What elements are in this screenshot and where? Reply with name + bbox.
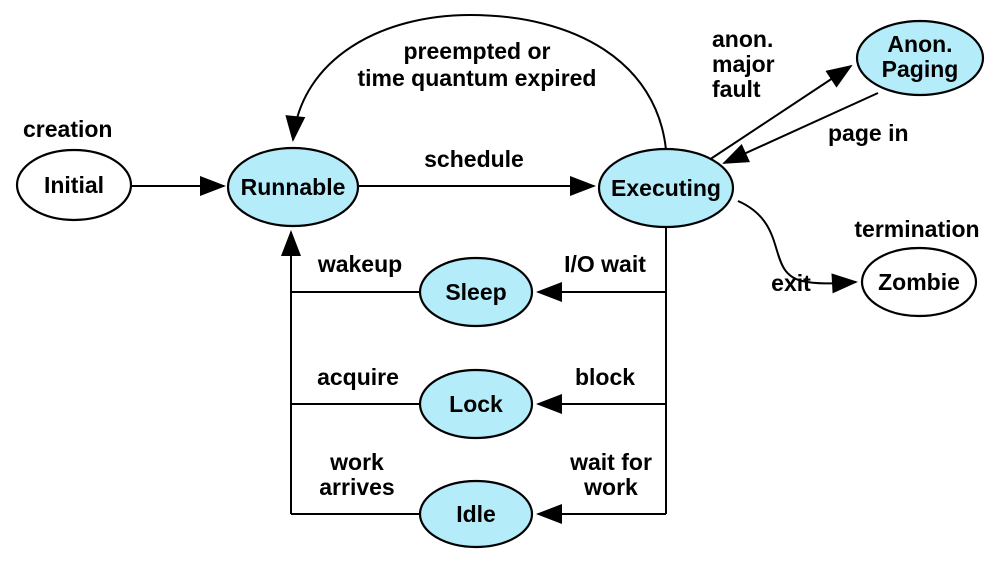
label-wakeup: wakeup <box>317 251 402 277</box>
state-sleep <box>418 256 534 328</box>
label-work-arrives-line2: arrives <box>319 474 394 500</box>
state-anon-paging <box>855 19 985 97</box>
state-anon-paging-label-line1: Anon. <box>887 31 952 57</box>
label-preempted-line1: preempted or <box>404 38 551 64</box>
state-idle-label: Idle <box>456 501 496 527</box>
state-initial-label: Initial <box>44 172 104 198</box>
state-lock <box>418 368 534 440</box>
label-creation: creation <box>23 116 112 142</box>
label-schedule: schedule <box>424 146 524 172</box>
label-acquire: acquire <box>317 364 399 390</box>
edge-exit-arrow <box>737 200 858 294</box>
state-anon-paging-label-line2: Paging <box>882 56 959 82</box>
label-page-in: page in <box>828 120 909 146</box>
label-preempted-line2: time quantum expired <box>358 65 597 91</box>
label-work-arrives-line1: work <box>329 449 384 475</box>
state-sleep-label: Sleep <box>445 279 506 305</box>
state-executing <box>597 147 735 229</box>
state-runnable-label: Runnable <box>241 174 346 200</box>
state-executing-label: Executing <box>611 175 721 201</box>
state-initial <box>15 148 133 222</box>
state-zombie-label: Zombie <box>878 269 960 295</box>
edge-preempted-arrow <box>285 13 667 151</box>
label-wait-for-work-line1: wait for <box>569 449 652 475</box>
label-anon-major-fault-line3: fault <box>712 76 761 102</box>
state-idle <box>418 479 534 549</box>
label-exit: exit <box>771 270 811 296</box>
label-io-wait: I/O wait <box>564 251 646 277</box>
label-termination: termination <box>854 216 979 242</box>
label-anon-major-fault-line2: major <box>712 51 775 77</box>
edge-page-in-arrow <box>722 92 879 164</box>
state-lock-label: Lock <box>449 391 503 417</box>
label-wait-for-work-line2: work <box>583 474 638 500</box>
label-anon-major-fault-line1: anon. <box>712 26 773 52</box>
state-zombie <box>860 246 978 318</box>
label-block: block <box>575 364 635 390</box>
state-runnable <box>226 146 360 228</box>
